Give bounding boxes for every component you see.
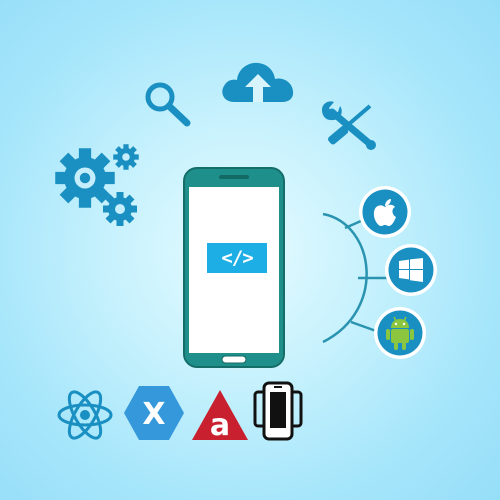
react-icon — [55, 385, 115, 445]
phonegap-icon — [252, 380, 304, 442]
tools-icon — [318, 100, 380, 154]
gears-icon — [52, 140, 144, 230]
android-icon — [386, 315, 414, 351]
appcelerator-icon: a — [190, 388, 250, 442]
windows-platform-circle — [384, 243, 438, 297]
code-badge: </> — [207, 243, 267, 273]
android-platform-circle — [373, 306, 427, 360]
windows-icon — [399, 258, 423, 282]
xamarin-icon: X — [122, 384, 186, 442]
appcelerator-letter: a — [210, 408, 230, 442]
xamarin-letter: X — [142, 397, 165, 432]
code-badge-label: </> — [221, 247, 253, 269]
search-icon — [140, 78, 195, 130]
apple-platform-circle — [358, 185, 412, 239]
apple-icon — [372, 197, 398, 227]
cloud-upload-icon — [220, 58, 296, 106]
